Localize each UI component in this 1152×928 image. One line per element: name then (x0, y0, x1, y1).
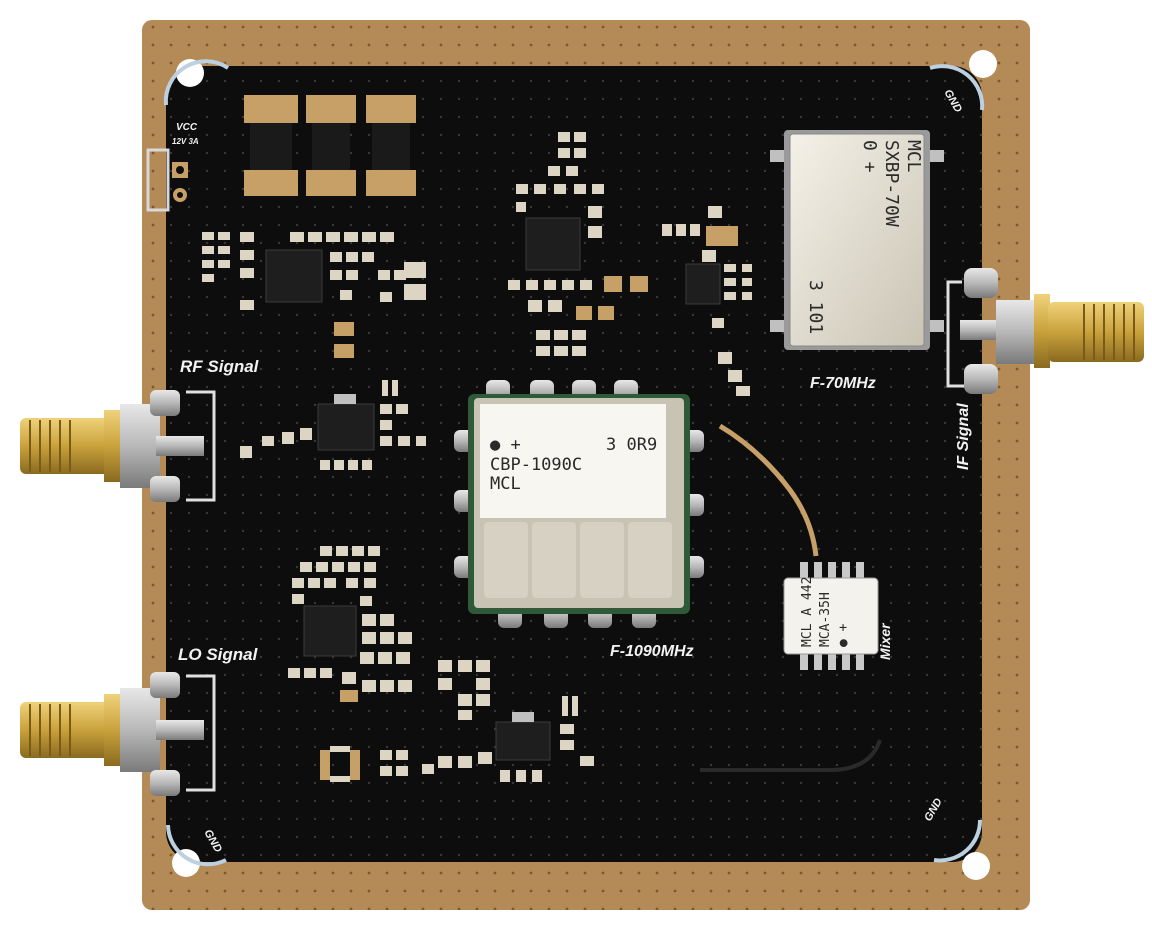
rf-signal-connector (20, 390, 216, 502)
regulator-top-right (662, 206, 752, 396)
mixer-line3: ● + (836, 623, 851, 647)
filter-70-line3: 0 + (859, 140, 880, 173)
power-inductors (244, 95, 416, 196)
regulator-cluster-top-left (202, 232, 426, 358)
power-header: VCC 12V 3A (146, 122, 199, 212)
regulator-bottom (320, 696, 594, 782)
filter-70mhz: MCL SXBP-70W 0 + 3 101 (770, 130, 944, 350)
mixer-line1: MCL A 442 (800, 577, 815, 647)
mixer-label: Mixer (877, 622, 893, 660)
filter-1090-line2: CBP-1090C (490, 455, 582, 475)
lo-signal-label: LO Signal (178, 645, 259, 664)
mounting-holes (163, 50, 997, 880)
mixer-line2: MCA-35H (818, 592, 833, 647)
lo-synth-cluster (288, 546, 490, 720)
filter-70-line1: MCL (903, 140, 924, 173)
mixer: MCL A 442 MCA-35H ● + Mixer (783, 562, 893, 670)
filter-1090-label: F-1090MHz (610, 643, 694, 660)
vcc-label: VCC (176, 122, 198, 133)
rf-trace-to-mixer (718, 423, 819, 557)
filter-70-label: F-70MHz (810, 375, 876, 392)
filter-70-line2: SXBP-70W (881, 140, 902, 227)
ic-cluster-top-middle (508, 132, 648, 356)
rf-amplifier (240, 380, 426, 470)
filter-1090mhz: ● + 3 0R9 CBP-1090C MCL (454, 380, 704, 628)
filter-70-line4: 3 101 (805, 280, 826, 334)
if-signal-connector: IF Signal (946, 268, 1144, 470)
bottom-trace (700, 739, 882, 772)
lo-signal-connector (20, 672, 216, 796)
filter-1090-line1-right: 3 0R9 (606, 435, 657, 455)
if-signal-label: IF Signal (955, 403, 972, 470)
vcc-rating-label: 12V 3A (172, 137, 199, 146)
filter-1090-line3: MCL (490, 474, 521, 494)
filter-1090-line1-left: ● + (490, 435, 521, 455)
rf-signal-label: RF Signal (180, 357, 260, 376)
